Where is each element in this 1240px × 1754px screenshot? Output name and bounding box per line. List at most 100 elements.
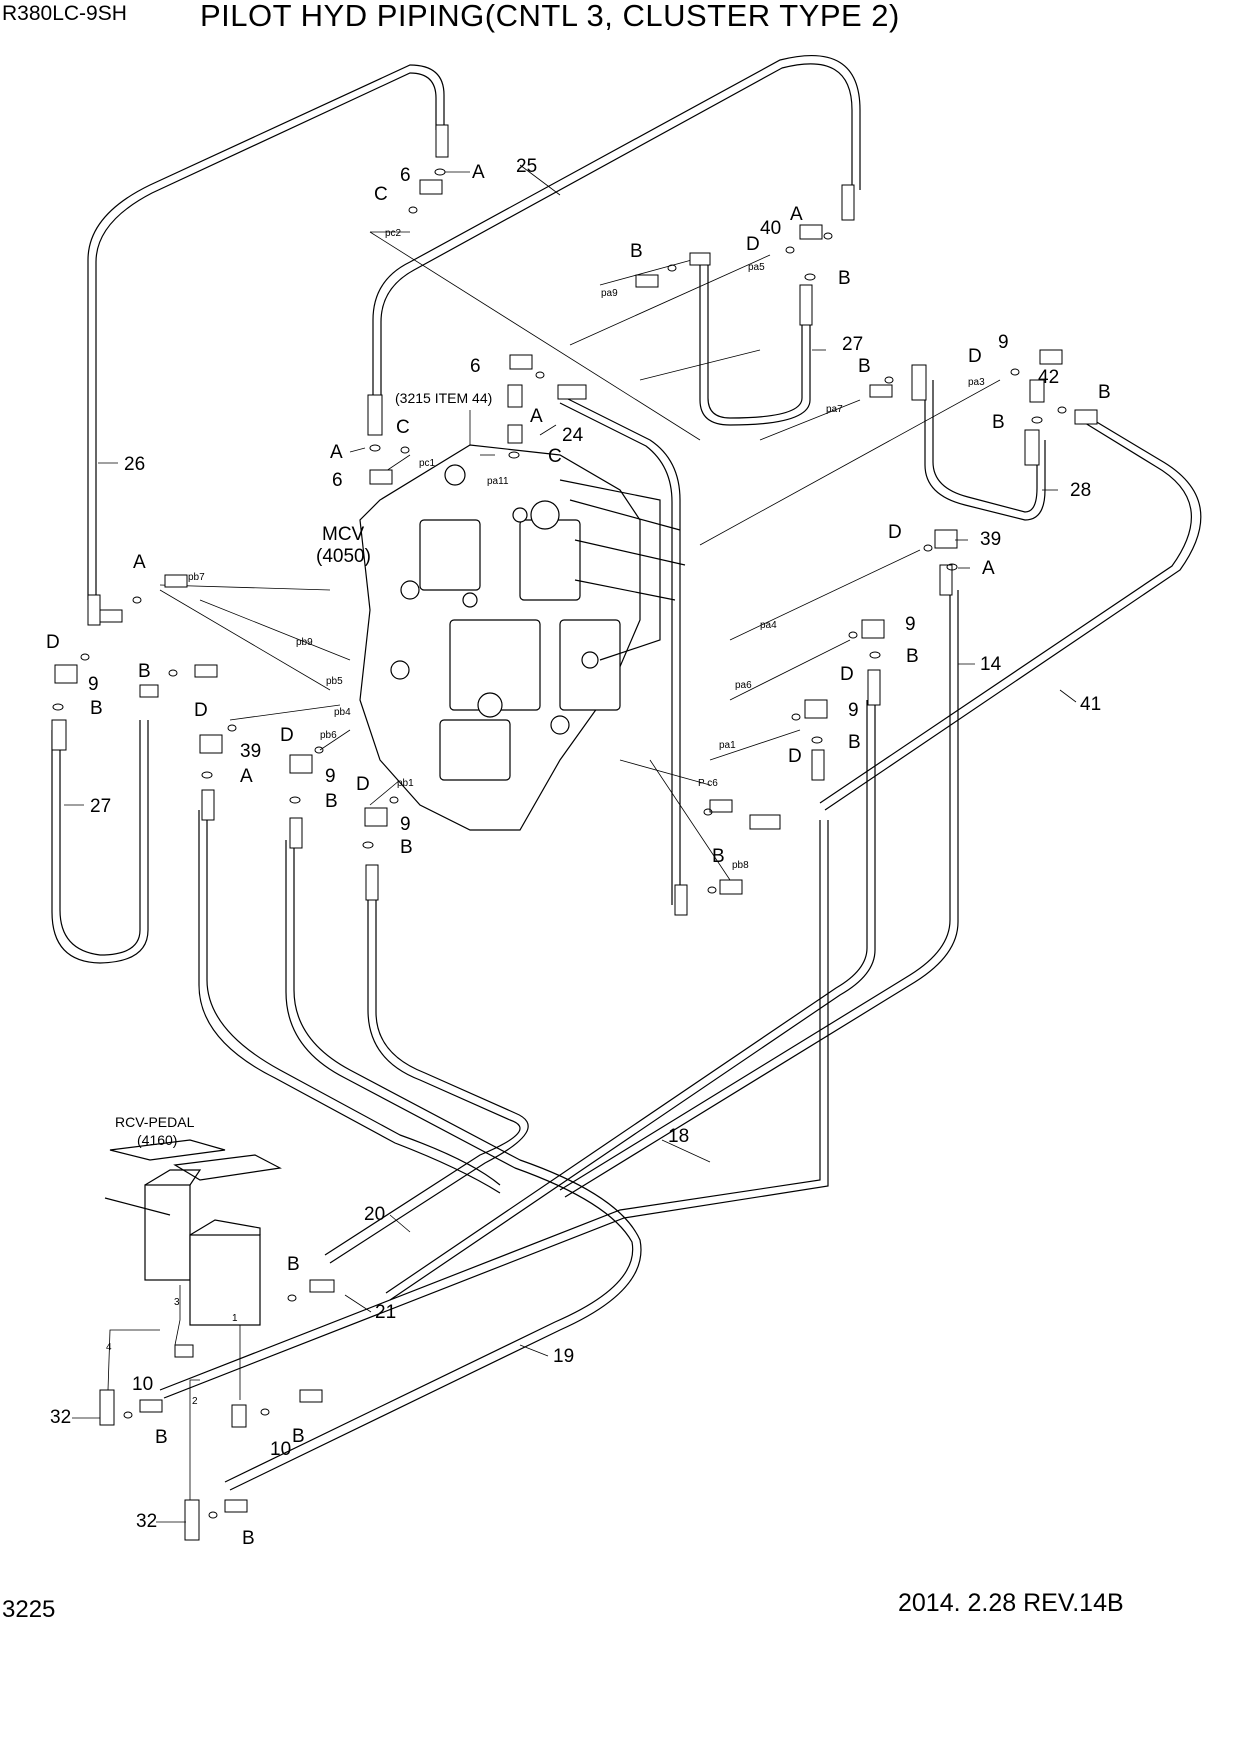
callout-D: D xyxy=(888,522,902,543)
rcv-pedal xyxy=(104,1139,282,1326)
fitting-top-6 xyxy=(435,124,449,158)
callout-D: D xyxy=(746,234,760,255)
callout-9: 9 xyxy=(848,700,859,721)
callout-9: 9 xyxy=(325,766,336,787)
hose-18 xyxy=(389,700,876,1301)
port-pa3: pa3 xyxy=(968,377,985,388)
callout-40: 40 xyxy=(760,218,781,239)
callout-39: 39 xyxy=(980,529,1001,550)
callout-9: 9 xyxy=(905,614,916,635)
callout-10: 10 xyxy=(270,1439,291,1460)
pedal-port-2: 2 xyxy=(192,1396,198,1407)
callout-32: 32 xyxy=(50,1407,71,1428)
header: R380LC-9SH PILOT HYD PIPING(CNTL 3, CLUS… xyxy=(0,0,1240,40)
hose-24 xyxy=(559,394,681,905)
hose-20 xyxy=(159,820,821,1391)
callout-D: D xyxy=(788,746,802,767)
mcv-code: (4050) xyxy=(316,546,371,567)
callout-C: C xyxy=(374,184,388,205)
callout-6: 6 xyxy=(470,356,481,377)
hose-21 xyxy=(324,880,521,1256)
callout-A: A xyxy=(240,766,253,787)
callout-D: D xyxy=(968,346,982,367)
model-number: R380LC-9SH xyxy=(2,2,127,25)
callout-D: D xyxy=(46,632,60,653)
callout-D: D xyxy=(194,700,208,721)
hose-27-top xyxy=(699,260,811,426)
pedal-port-4: 4 xyxy=(106,1342,112,1353)
port-pa4: pa4 xyxy=(760,620,777,631)
port-pa6: pa6 xyxy=(735,680,752,691)
port-pb1: pb1 xyxy=(397,778,414,789)
pedal-port-lines xyxy=(107,1285,241,1500)
hose-14 xyxy=(559,590,951,1191)
mcv-valve-block xyxy=(359,444,686,831)
callout-C: C xyxy=(396,417,410,438)
callout-19: 19 xyxy=(553,1346,574,1367)
callout-B: B xyxy=(400,837,413,858)
port-pa11: pa11 xyxy=(487,476,509,487)
callout-32: 32 xyxy=(136,1511,157,1532)
callout-6: 6 xyxy=(332,470,343,491)
pedal-port-1: 1 xyxy=(232,1313,238,1324)
port-pb5: pb5 xyxy=(326,676,343,687)
callout-B: B xyxy=(292,1426,305,1447)
hose-28 xyxy=(924,380,1046,521)
callout-B: B xyxy=(848,732,861,753)
callout-B: B xyxy=(90,698,103,719)
callouts: 6 A C 25 B D 40 A B 27 B D 9 42 B B 6 A … xyxy=(46,156,1111,1549)
pedal-port-3: 3 xyxy=(174,1297,180,1308)
callout-6: 6 xyxy=(400,165,411,186)
callout-9: 9 xyxy=(400,814,411,835)
callout-B: B xyxy=(906,646,919,667)
callout-26: 26 xyxy=(124,454,145,475)
fittings xyxy=(51,124,1098,1541)
rcv-pedal-label: RCV-PEDAL xyxy=(115,1114,195,1130)
port-pc6: P c6 xyxy=(698,778,718,789)
callout-9: 9 xyxy=(88,674,99,695)
callout-27: 27 xyxy=(90,796,111,817)
callout-21: 21 xyxy=(375,1302,396,1323)
port-pc2: pc2 xyxy=(385,228,402,239)
port-pa1: pa1 xyxy=(719,740,736,751)
reference-note: (3215 ITEM 44) xyxy=(395,390,492,406)
port-pa5: pa5 xyxy=(748,262,765,273)
callout-24: 24 xyxy=(562,425,584,446)
port-pb6: pb6 xyxy=(320,730,337,741)
callout-B: B xyxy=(630,241,643,262)
callout-B: B xyxy=(325,791,338,812)
port-pb8: pb8 xyxy=(732,860,749,871)
callout-B: B xyxy=(138,661,151,682)
callout-A: A xyxy=(982,558,995,579)
hose-26 xyxy=(87,64,445,600)
callout-A: A xyxy=(330,442,343,463)
callout-A: A xyxy=(472,162,485,183)
revision-date: 2014. 2.28 REV.14B xyxy=(898,1589,1124,1617)
hose-41 xyxy=(824,414,1202,811)
callout-14: 14 xyxy=(980,654,1002,675)
callout-A: A xyxy=(133,552,146,573)
o-rings xyxy=(52,168,1067,1519)
hose-lines xyxy=(51,55,1202,1491)
callout-C: C xyxy=(548,446,562,467)
port-pa7: pa7 xyxy=(826,404,843,415)
port-pa9: pa9 xyxy=(601,288,618,299)
callout-B: B xyxy=(1098,382,1111,403)
callout-41: 41 xyxy=(1080,694,1101,715)
callout-A: A xyxy=(530,406,543,427)
callout-18: 18 xyxy=(668,1126,689,1147)
callout-B: B xyxy=(992,412,1005,433)
callout-B: B xyxy=(287,1254,300,1275)
callout-D: D xyxy=(280,725,294,746)
port-pb4: pb4 xyxy=(334,707,351,718)
callout-A: A xyxy=(790,204,803,225)
callout-B: B xyxy=(838,268,851,289)
callout-39: 39 xyxy=(240,741,261,762)
callout-B: B xyxy=(712,846,725,867)
callout-28: 28 xyxy=(1070,480,1091,501)
port-pb7: pb7 xyxy=(188,572,205,583)
hose-27-left xyxy=(59,720,141,956)
callout-B: B xyxy=(155,1427,168,1448)
port-pb9: pb9 xyxy=(296,637,313,648)
